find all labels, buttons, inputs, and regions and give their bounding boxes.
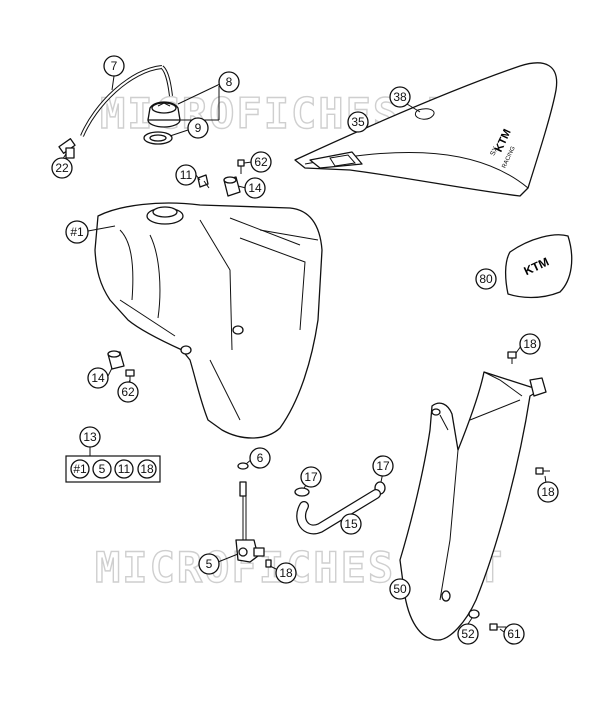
svg-text:35: 35: [351, 115, 365, 129]
callout-35: 35: [347, 111, 369, 133]
bolt-11: [197, 174, 210, 189]
fuel-cap: [147, 101, 181, 128]
elbow-fitting: [58, 138, 76, 159]
kit-box-callout: 13: [79, 426, 101, 448]
callout-8: 8: [218, 71, 240, 93]
svg-text:50: 50: [393, 582, 407, 596]
callout-18-upper: 18: [519, 333, 541, 355]
svg-text:14: 14: [248, 181, 262, 195]
callout-14-lower: 14: [87, 367, 109, 389]
svg-text:#1: #1: [70, 225, 84, 239]
callout-62-upper: 62: [250, 151, 272, 173]
callout-17-left: 17: [300, 466, 322, 488]
screw-18-mid: [535, 467, 550, 475]
svg-text:18: 18: [523, 337, 537, 351]
kit-item-1: #1: [70, 459, 90, 479]
kit-item-3: 11: [114, 459, 134, 479]
callout-11: 11: [175, 164, 197, 186]
kit-item-4: 18: [137, 459, 157, 479]
svg-text:14: 14: [91, 371, 105, 385]
callout-62-lower: 62: [117, 381, 139, 403]
vent-hose: [80, 65, 173, 137]
callout-38: 38: [389, 86, 411, 108]
callout-5: 5: [198, 553, 220, 575]
callout-14-upper: 14: [244, 177, 266, 199]
tank-decal: KTM: [504, 234, 573, 299]
callout-22: 22: [51, 157, 73, 179]
svg-text:17: 17: [376, 459, 390, 473]
callout-61: 61: [503, 623, 525, 645]
side-panel: [399, 371, 547, 641]
svg-text:62: 62: [254, 155, 268, 169]
kit-item-2: 5: [92, 459, 112, 479]
washer-52: [468, 609, 480, 619]
svg-text:8: 8: [226, 75, 233, 89]
svg-text:17: 17: [304, 470, 318, 484]
svg-text:62: 62: [121, 385, 135, 399]
svg-text:38: 38: [393, 90, 407, 104]
callout-80: 80: [475, 268, 497, 290]
fuel-tank: [94, 202, 323, 439]
svg-text:22: 22: [55, 161, 69, 175]
svg-text:18: 18: [140, 462, 154, 476]
svg-text:18: 18: [279, 566, 293, 580]
bolt-61: [489, 623, 506, 631]
callout-9: 9: [187, 117, 209, 139]
fuel-hose: [296, 489, 381, 535]
screw-62-upper: [237, 159, 245, 174]
callout-tank: #1: [65, 220, 89, 244]
callout-18-lower: 18: [275, 562, 297, 584]
spacer-14-lower: [107, 350, 125, 370]
callout-50: 50: [389, 578, 411, 600]
svg-text:52: 52: [461, 627, 475, 641]
leader-lines: [61, 75, 547, 633]
seat-model-text: SX: [489, 145, 499, 157]
callout-18-mid: 18: [537, 481, 559, 503]
svg-text:11: 11: [180, 168, 193, 182]
spacer-14-upper: [223, 176, 241, 197]
svg-text:#1: #1: [73, 462, 87, 476]
seat: KTM SX RACING: [294, 62, 558, 197]
fuel-tap: [235, 462, 272, 568]
callout-17-right: 17: [372, 455, 394, 477]
cap-gasket: [143, 131, 173, 145]
svg-text:13: 13: [83, 430, 97, 444]
svg-text:5: 5: [99, 462, 106, 476]
svg-text:80: 80: [479, 272, 493, 286]
callout-7: 7: [103, 55, 125, 77]
svg-text:7: 7: [111, 59, 118, 73]
svg-text:6: 6: [257, 451, 264, 465]
svg-text:9: 9: [195, 121, 202, 135]
svg-text:61: 61: [507, 627, 521, 641]
callout-52: 52: [457, 623, 479, 645]
hose-clamp-left: [294, 487, 310, 497]
svg-text:11: 11: [118, 462, 131, 476]
callout-6: 6: [249, 447, 271, 469]
callout-15: 15: [340, 513, 362, 535]
svg-text:15: 15: [344, 517, 358, 531]
svg-text:18: 18: [541, 485, 555, 499]
svg-text:5: 5: [206, 557, 213, 571]
screw-18-upper: [507, 351, 517, 364]
